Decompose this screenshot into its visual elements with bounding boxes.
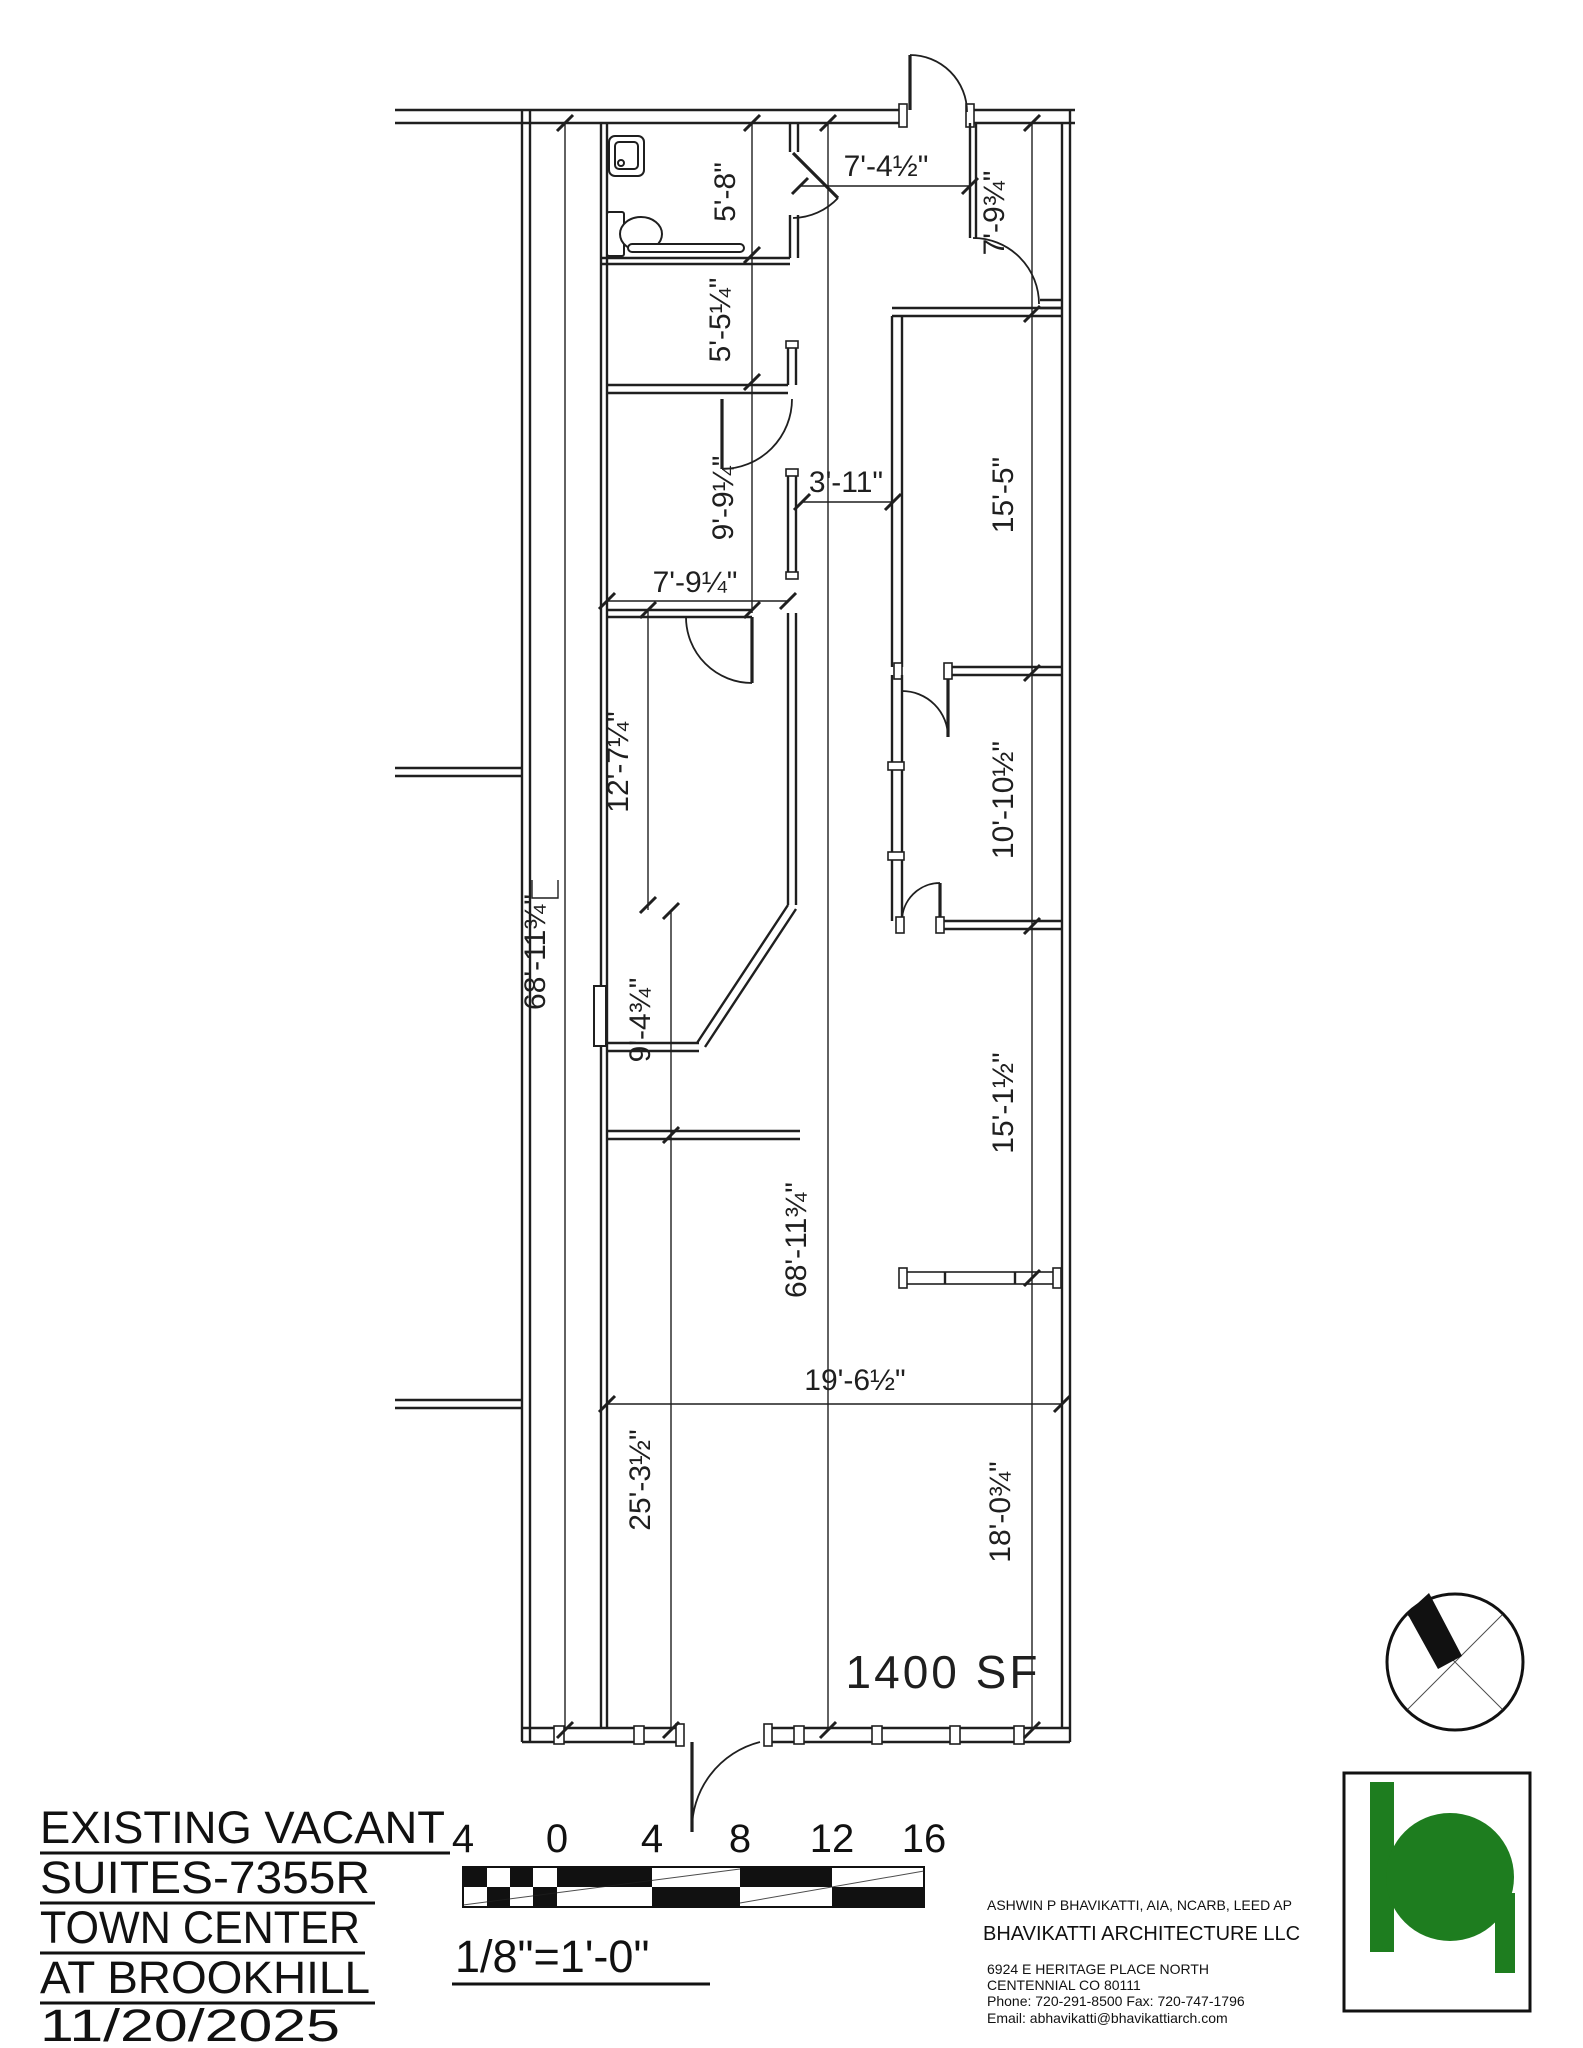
dimension-label: 9'-9¼" [707, 456, 740, 541]
dimension-label: 7'-4½" [844, 150, 929, 183]
dimension-lines [531, 113, 1072, 1740]
door-jamb [895, 916, 905, 934]
door-jamb [785, 571, 799, 580]
right-exterior-wall [1060, 110, 1072, 1742]
dimension-label: 10'-10½" [987, 741, 1020, 859]
scale-tick-label: 16 [902, 1817, 947, 1861]
dimension-label: 25'-3½" [624, 1429, 657, 1530]
storefront-entry-door [675, 1723, 773, 1833]
room5-wall [607, 1129, 800, 1141]
dimension-label: 18'-0¾" [984, 1461, 1017, 1562]
title-block: EXISTING VACANT SUITES-7355R TOWN CENTER… [40, 1802, 450, 2048]
dimension-label: 7'-9¾" [978, 171, 1011, 256]
dimension-label: 68'-11¾" [780, 1182, 813, 1298]
dimension-label: 7'-9¼" [653, 566, 738, 599]
dimension-label: 3'-11" [809, 466, 883, 499]
right-room2-door [901, 882, 942, 922]
dimension-label: 9'-4¾" [624, 978, 657, 1063]
architect-phone-fax: Phone: 720-291-8500 Fax: 720-747-1796 [987, 1993, 1245, 2009]
cased-opening [898, 1267, 1062, 1289]
dimension-label: 68'-11¾" [519, 894, 552, 1010]
right-room1-door [901, 675, 950, 738]
grab-bar [627, 243, 745, 253]
project-title-line2: SUITES-7355R [40, 1852, 370, 1903]
left-neighbor-stub-wall [395, 766, 522, 1410]
north-arrow-circle [1385, 1592, 1525, 1732]
right-room1-walls [890, 306, 1062, 677]
room4-door [685, 616, 754, 684]
ba-logo-icon [1370, 1782, 1515, 1973]
room2-walls [607, 347, 798, 395]
room4-chamfer-walls [607, 613, 798, 1053]
scale-tick-label: 0 [546, 1817, 568, 1861]
scale-tick-label: 4 [452, 1817, 474, 1861]
left-exterior-wall [520, 110, 532, 1742]
scale-tick-label: 8 [729, 1817, 751, 1861]
dimension-label: 19'-6½" [804, 1364, 905, 1397]
door-jamb [935, 916, 945, 934]
scale-note: 1/8"=1'-0" [455, 1931, 649, 1982]
interior-walls [593, 123, 1062, 1289]
room2-door [720, 398, 793, 470]
door-jamb [785, 468, 799, 477]
doors [675, 54, 1040, 1833]
dimension-label: 5'-5¼" [704, 278, 737, 363]
scale-tick-label: 12 [810, 1817, 855, 1861]
restroom-walls [601, 123, 800, 266]
door-jamb [943, 662, 953, 680]
door-jamb [893, 662, 903, 680]
dimension-labels: 5'-8" 7'-4½" 7'-9¾" 5'-5¼" 9'-9¼" 3'-11"… [519, 150, 1020, 1563]
dim-bracket-symbol [531, 880, 559, 899]
architect-address2: CENTENNIAL CO 80111 [987, 1977, 1141, 1993]
top-wall [395, 108, 1075, 125]
left-inner-wall [599, 123, 609, 1728]
dimension-tick-marks [555, 113, 1072, 1740]
north-arrow [1385, 1592, 1525, 1732]
window-cap [887, 761, 905, 771]
right-room2-walls [890, 675, 1062, 931]
sink-drain [617, 159, 625, 167]
scale-bar-blocks [462, 1866, 925, 1908]
room3-walls [607, 475, 798, 619]
north-arrow-pointer [1407, 1593, 1462, 1669]
project-title-line1: EXISTING VACANT [40, 1802, 445, 1853]
dimension-label: 5'-8" [709, 162, 742, 222]
wall-cabinet [593, 985, 607, 1047]
scale-bar: 4 0 4 8 12 16 1/8"=1'-0" [452, 1817, 947, 1986]
dimension-label: 15'-1½" [987, 1052, 1020, 1153]
dimension-label: 15'-5" [987, 457, 1020, 533]
restroom-fixtures [606, 135, 745, 257]
firm-logo [1342, 1771, 1532, 2013]
dimension-label: 12'-7¼" [602, 711, 635, 812]
top-exit-door [898, 54, 975, 128]
architect-info: ASHWIN P BHAVIKATTI, AIA, NCARB, LEED AP… [983, 1897, 1300, 2026]
scale-tick-label: 4 [641, 1817, 663, 1861]
architect-firm-name: BHAVIKATTI ARCHITECTURE LLC [983, 1923, 1300, 1945]
door-jamb [785, 340, 799, 349]
area-label: 1400 SF [846, 1646, 1041, 1698]
architect-email: Email: abhavikatti@bhavikattiarch.com [987, 2010, 1228, 2026]
storefront-wall [522, 1726, 1070, 1744]
window-cap [887, 851, 905, 861]
drawing-date: 11/20/2025 [40, 2000, 340, 2048]
entry-vestibule-door [972, 237, 1040, 305]
architect-credentials: ASHWIN P BHAVIKATTI, AIA, NCARB, LEED AP [987, 1897, 1292, 1913]
project-title-line4: AT BROOKHILL [40, 1952, 370, 2003]
project-title-line3: TOWN CENTER [40, 1902, 360, 1953]
architect-address1: 6924 E HERITAGE PLACE NORTH [987, 1961, 1209, 1977]
